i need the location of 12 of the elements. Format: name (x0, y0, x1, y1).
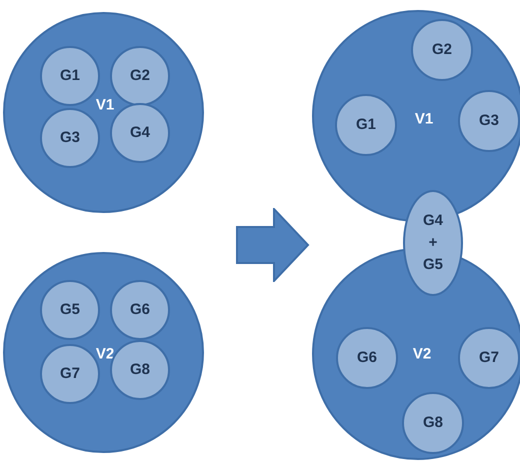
item-circle: G6 (336, 327, 398, 389)
item-circle: G1 (335, 94, 397, 156)
group-label: V2 (412, 346, 432, 362)
item-circle: G2 (411, 19, 473, 81)
group-label: V1 (414, 110, 434, 128)
item-circle: G3 (40, 108, 100, 168)
item-circle: G6 (110, 280, 170, 340)
item-circle: G3 (458, 90, 520, 152)
item-circle: G7 (458, 327, 520, 389)
item-circle: G8 (402, 392, 464, 454)
item-circle: G2 (110, 46, 170, 106)
item-circle: G5 (40, 280, 100, 340)
